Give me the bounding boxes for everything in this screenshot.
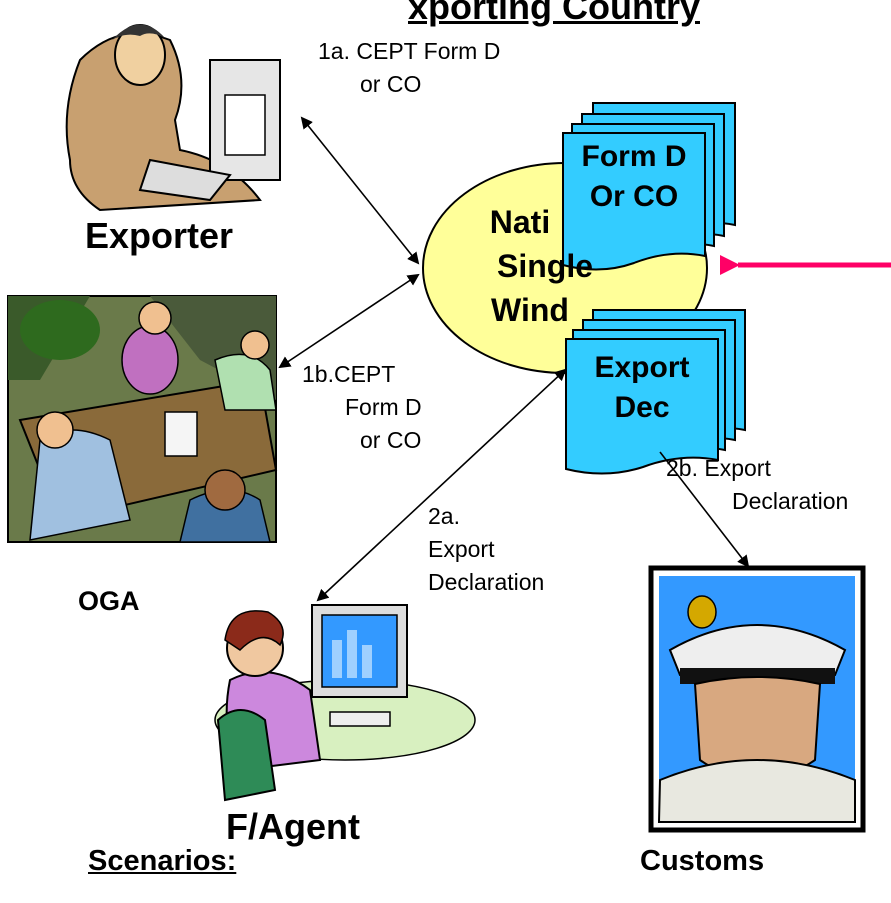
flow-1b-label: 1b.CEPT Form D or CO (302, 358, 422, 457)
hub-label: Nati Single Wind (460, 200, 660, 332)
oga-label: OGA (78, 586, 140, 616)
arrow-2a (316, 368, 567, 602)
exporter-label: Exporter (85, 215, 234, 256)
exporter-figure (65, 24, 281, 212)
agent-figure (214, 604, 476, 802)
flow-2a-line-3: Declaration (428, 569, 545, 595)
flow-1b-line-2: Form D (345, 394, 422, 420)
flow-2a-line-2: Export (428, 536, 495, 562)
arrow-2b (659, 451, 750, 568)
form-d-document-stack (562, 102, 736, 271)
hub-line-1: Nati (489, 204, 551, 240)
flow-1a-line-1: 1a. CEPT Form D (318, 38, 501, 64)
scenarios-heading: Scenarios: (88, 845, 237, 877)
export-dec-label: Export Dec (566, 348, 718, 428)
flow-1a-line-2: or CO (360, 71, 422, 97)
flow-1a-label: 1a. CEPT Form D or CO (318, 35, 500, 101)
flow-1b-line-1: 1b.CEPT (302, 361, 396, 387)
export-dec-line-2: Dec (614, 391, 670, 424)
customs-officer-figure (648, 565, 866, 833)
form-d-line-2: Or CO (589, 180, 679, 213)
export-dec-document-stack (565, 309, 746, 475)
form-d-label: Form D Or CO (563, 137, 705, 217)
flow-1b-line-3: or CO (360, 427, 422, 453)
hub-line-2: Single (496, 248, 593, 284)
agent-label: F/Agent (226, 806, 360, 847)
arrow-1a (300, 116, 420, 265)
oga-meeting-figure (7, 295, 278, 543)
customs-label: Customs (640, 845, 765, 877)
export-dec-line-1: Export (594, 351, 690, 384)
arrow-1b (278, 273, 420, 369)
flow-2a-label: 2a. Export Declaration (428, 500, 544, 599)
flow-2b-line-2: Declaration (732, 488, 849, 514)
page-title-fragment: xporting Country (408, 0, 700, 27)
flow-2a-line-1: 2a. (428, 503, 460, 529)
flow-2b-label: 2b. Export Declaration (666, 452, 848, 518)
flow-2b-line-1: 2b. Export (666, 455, 771, 481)
hub-line-3: Wind (491, 292, 569, 328)
form-d-line-1: Form D (581, 140, 687, 173)
